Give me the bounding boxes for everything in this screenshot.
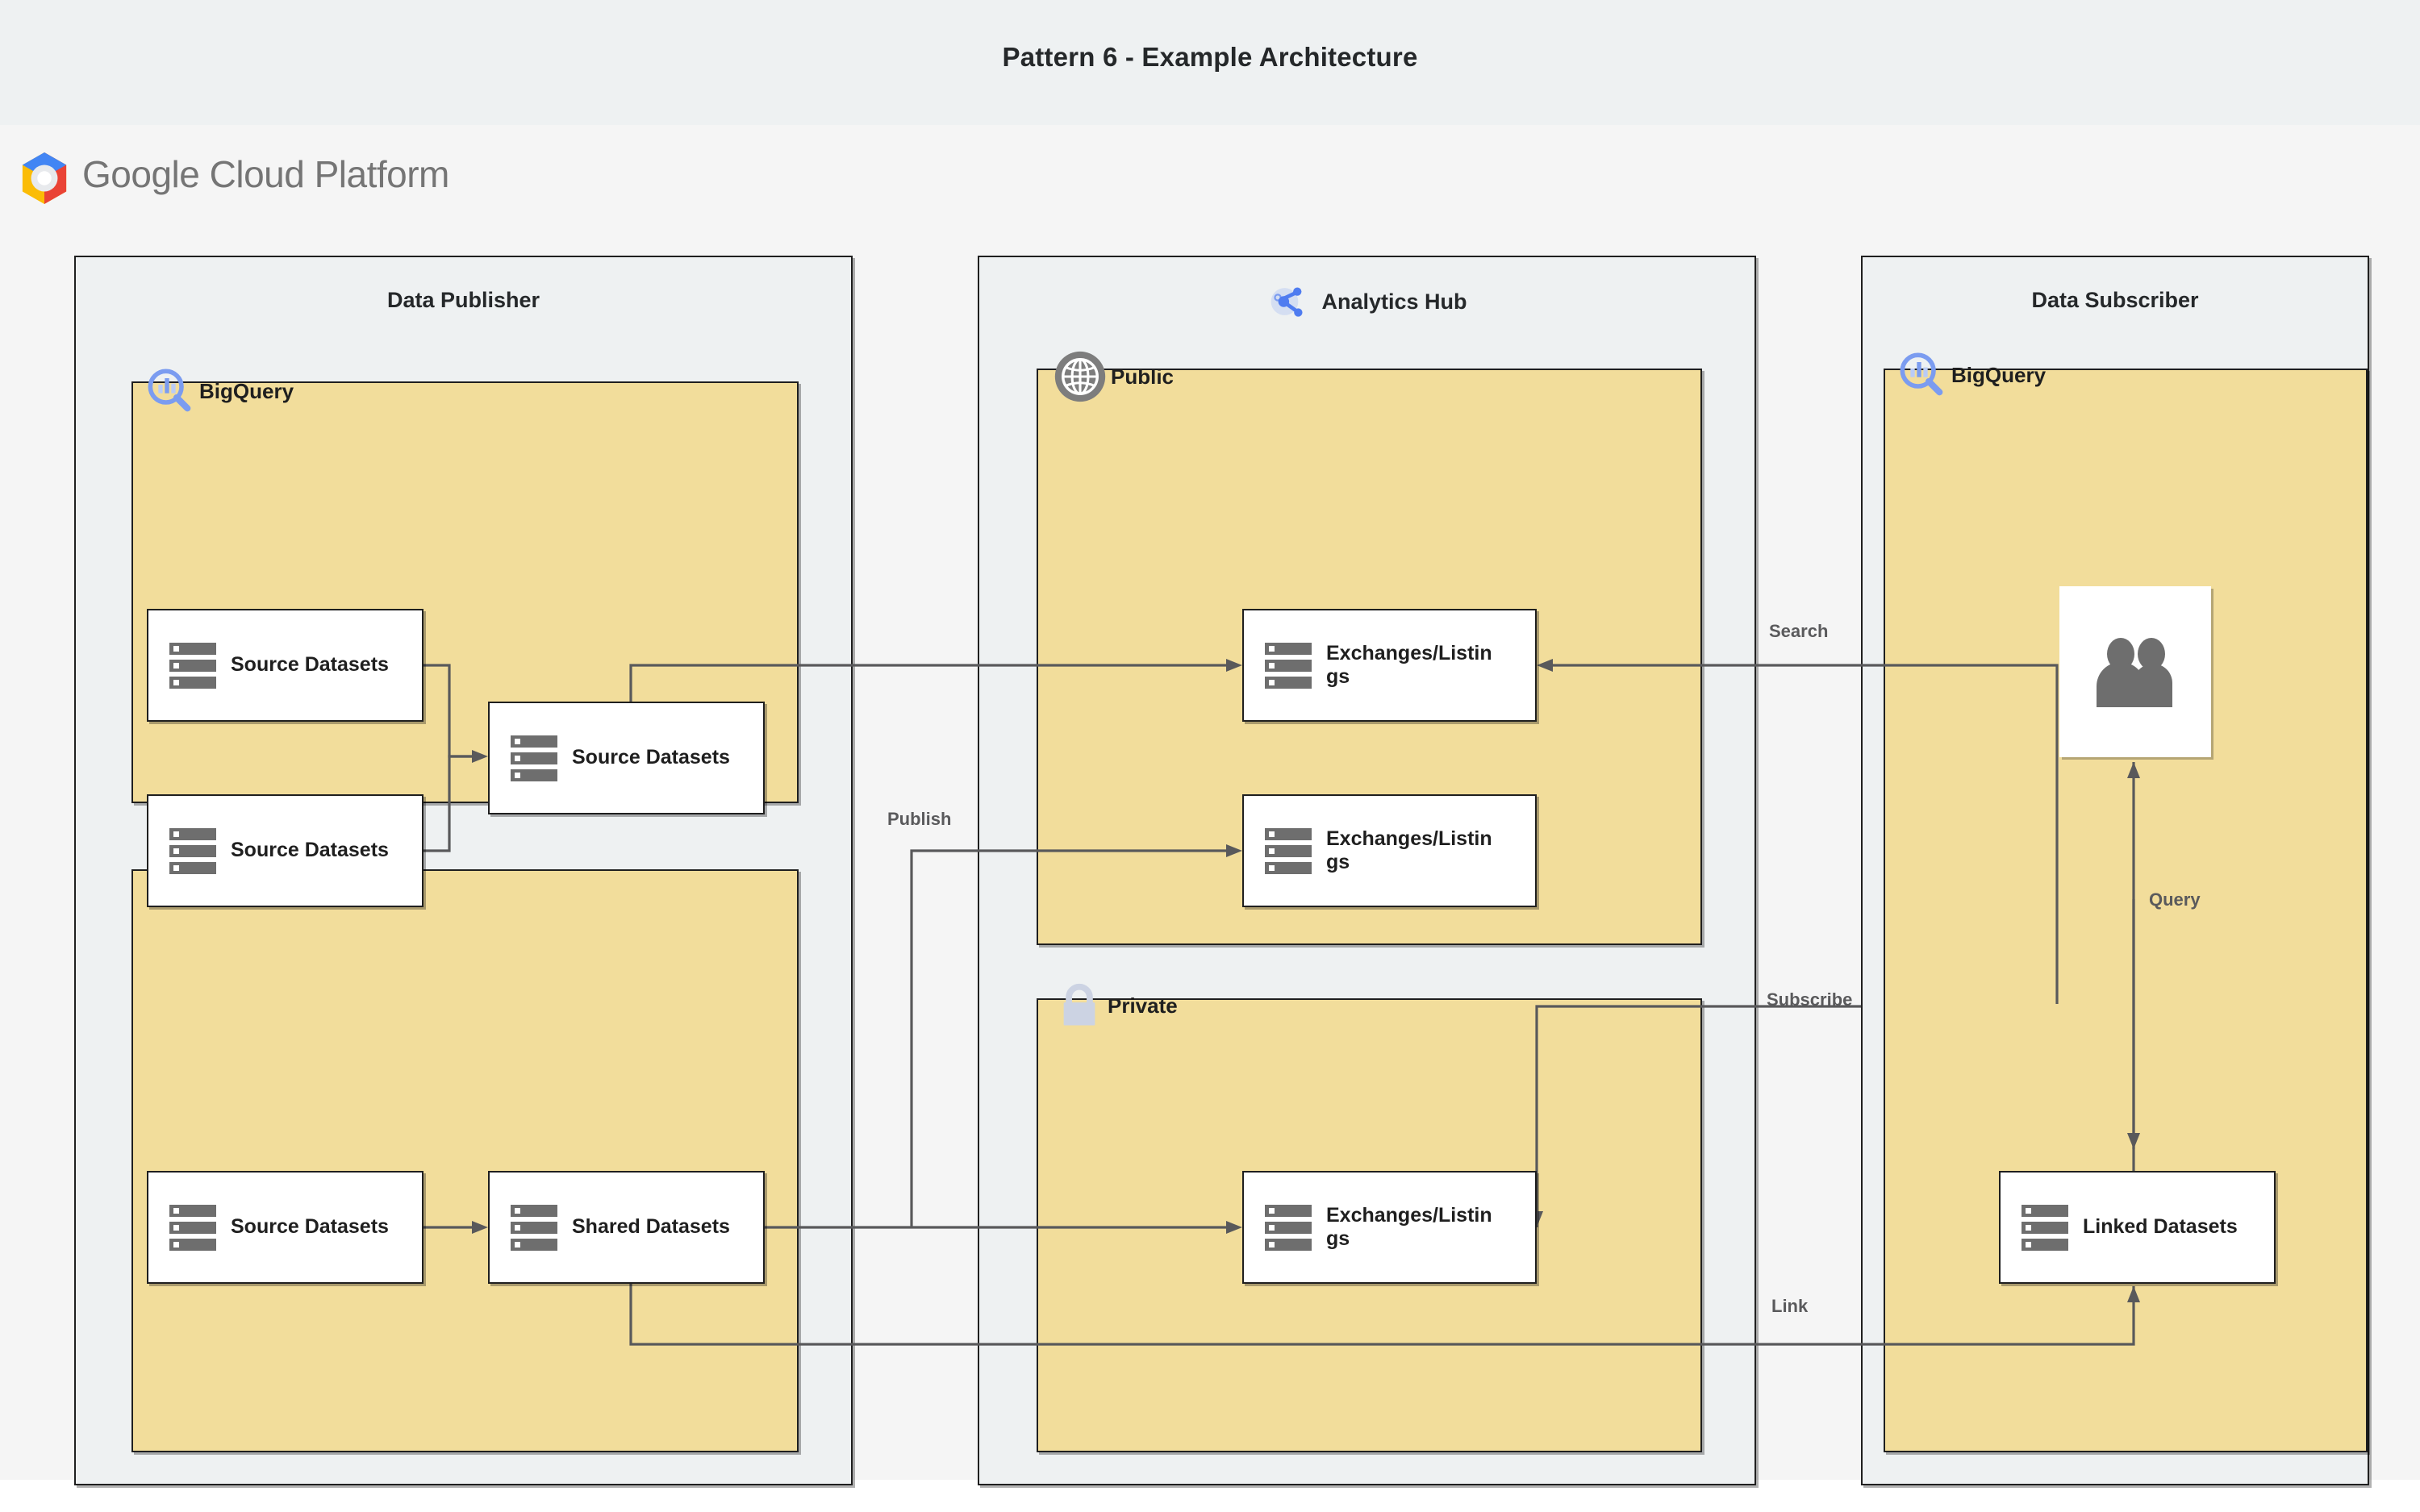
dataset-icon [169,642,216,689]
gcp-logo-text-cloud-platform: Cloud Platform [199,153,450,195]
page-title: Pattern 6 - Example Architecture [1002,42,1418,72]
node-shared-datasets[interactable]: Shared Datasets [488,1171,765,1284]
edge-label-subscribe: Subscribe [1767,989,1853,1010]
edge-label-search: Search [1769,621,1829,641]
node-source-datasets-lower[interactable]: Source Datasets [147,1171,424,1284]
group-header-bigquery-top: BigQuery [144,365,294,417]
dataset-icon [169,827,216,874]
group-label-private: Private [1108,993,1178,1018]
node-exchanges-listings-public-2[interactable]: Exchanges/Listings [1242,794,1537,907]
gcp-logo-text: Google Cloud Platform [82,152,449,196]
bigquery-icon [1900,352,1943,396]
dataset-icon [511,1204,557,1251]
bigquery-icon [148,369,191,412]
dataset-icon [1265,1204,1312,1251]
node-label-linked-datasets: Linked Datasets [2083,1215,2238,1239]
group-publisher-bigquery-bottom: BigQuery [131,856,799,1452]
globe-icon [1054,351,1106,402]
node-label-exchanges-listings-public-1: Exchanges/Listings [1326,641,1492,689]
node-users[interactable] [2059,586,2211,757]
node-exchanges-listings-private[interactable]: Exchanges/Listings [1242,1171,1537,1284]
lock-icon [1063,983,1095,1026]
node-label-shared-datasets: Shared Datasets [572,1215,730,1239]
group-subscriber-bigquery: BigQuery [1884,352,2368,1452]
group-label-bigquery-top: BigQuery [199,378,294,403]
node-linked-datasets[interactable]: Linked Datasets [1999,1171,2276,1284]
node-label-source-datasets-merged: Source Datasets [572,746,730,769]
edge-label-query: Query [2149,889,2201,910]
node-label-source-datasets-b: Source Datasets [231,839,389,862]
gcp-logo-text-google: Google [82,153,200,195]
edge-label-link: Link [1771,1296,1809,1316]
node-source-datasets-merged[interactable]: Source Datasets [488,702,765,814]
zone-header-analytics-hub: Analytics Hub [979,280,1754,323]
dataset-icon [169,1204,216,1251]
group-label-public: Public [1111,364,1175,389]
dataset-icon [511,735,557,781]
dataset-icon [2022,1204,2068,1251]
zone-title-analytics-hub: Analytics Hub [1321,289,1467,314]
gcp-logo: Google Cloud Platform [19,149,471,214]
node-exchanges-listings-public-1[interactable]: Exchanges/Listings [1242,609,1537,722]
zone-title-data-publisher: Data Publisher [386,288,540,312]
node-source-datasets-a[interactable]: Source Datasets [147,609,424,722]
title-band: Pattern 6 - Example Architecture [0,0,2420,125]
group-header-public: Public [1053,349,1174,404]
dataset-icon [1265,642,1312,689]
node-label-exchanges-listings-public-2: Exchanges/Listings [1326,827,1492,874]
group-header-subscriber-bigquery: BigQuery [1896,349,2046,401]
gcp-hexagon-icon [22,152,67,204]
group-label-subscriber-bigquery: BigQuery [1951,362,2047,387]
diagram-canvas: Google Cloud Platform Data Publisher Ana… [0,125,2420,1485]
zone-title-data-subscriber: Data Subscriber [2031,288,2199,312]
group-header-private: Private [1054,981,1178,1031]
edge-label-publish: Publish [887,809,952,829]
users-icon [2097,638,2172,707]
analytics-hub-icon [1271,287,1304,317]
node-label-exchanges-listings-private: Exchanges/Listings [1326,1203,1492,1251]
dataset-icon [1265,827,1312,874]
node-source-datasets-b[interactable]: Source Datasets [147,794,424,907]
node-label-source-datasets-lower: Source Datasets [231,1215,389,1239]
node-label-source-datasets-a: Source Datasets [231,653,389,677]
